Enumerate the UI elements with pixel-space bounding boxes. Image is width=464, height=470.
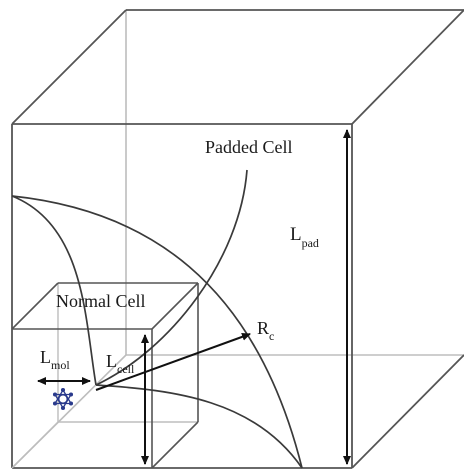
l-cell-main: L bbox=[106, 351, 117, 371]
l-pad-main: L bbox=[290, 224, 302, 245]
cutoff-arc-side bbox=[11, 195, 97, 386]
cutoff-arc-front bbox=[11, 195, 303, 469]
cutoff-sphere-arcs bbox=[11, 169, 303, 469]
l-cell-sub: cell bbox=[117, 362, 135, 376]
l-mol-main: L bbox=[40, 347, 51, 367]
normal-cell-label: Normal Cell bbox=[56, 291, 145, 311]
cutoff-arc-bottom bbox=[95, 384, 303, 469]
l-mol-sub: mol bbox=[51, 358, 70, 372]
l-cell-label: Lcell bbox=[106, 351, 135, 376]
dimension-arrows bbox=[37, 129, 351, 465]
l-pad-label: Lpad bbox=[290, 224, 319, 250]
l-pad-sub: pad bbox=[302, 236, 319, 250]
molecule-icon bbox=[52, 387, 74, 411]
r-c-label: Rc bbox=[257, 318, 274, 343]
cutoff-arc-top bbox=[95, 169, 248, 386]
r-c-sub: c bbox=[269, 329, 274, 343]
l-mol-label: Lmol bbox=[40, 347, 70, 372]
r-c-arrow bbox=[95, 332, 251, 391]
r-c-main: R bbox=[257, 318, 269, 338]
padded-cell-cube bbox=[11, 9, 464, 469]
padded-cell-visible-edges bbox=[11, 9, 464, 469]
padded-cell-label: Padded Cell bbox=[205, 137, 293, 157]
